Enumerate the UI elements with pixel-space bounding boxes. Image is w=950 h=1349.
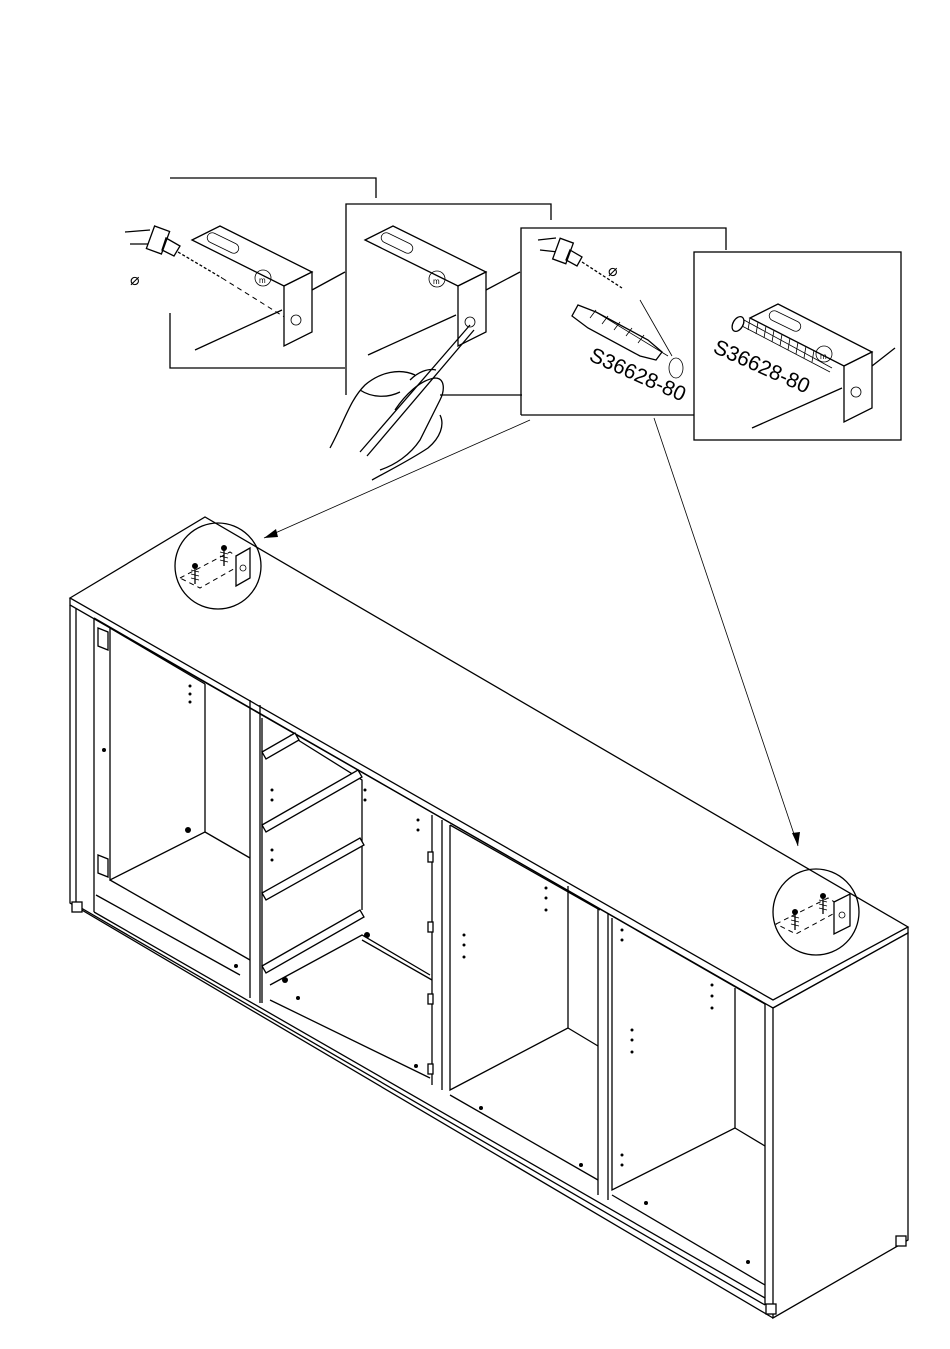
drill-diameter-symbol-2: ⌀ <box>608 263 618 280</box>
sideboard-cabinet <box>70 517 908 1318</box>
bracket-stamp: m <box>433 277 440 286</box>
step-3-plug-panel: ⌀ S36628-80 <box>521 228 726 415</box>
bracket-stamp: m <box>820 352 827 361</box>
step-2-mark-panel: m <box>330 204 551 480</box>
drill-diameter-symbol: ⌀ <box>130 272 140 289</box>
angle-bracket-1: m <box>192 226 345 350</box>
step-4-screw-panel: m S36628-80 <box>694 252 901 440</box>
hinge-icon <box>98 855 108 877</box>
hinge-icon <box>98 628 108 650</box>
angle-bracket-2: m <box>365 226 520 355</box>
wall-plug-icon <box>572 305 668 360</box>
shelf-pins <box>262 733 364 973</box>
step-1-drill-panel: ⌀ m <box>125 178 376 368</box>
pencil-icon <box>360 325 474 456</box>
bracket-stamp: m <box>259 276 266 285</box>
cabinet-right-side <box>773 933 908 1318</box>
